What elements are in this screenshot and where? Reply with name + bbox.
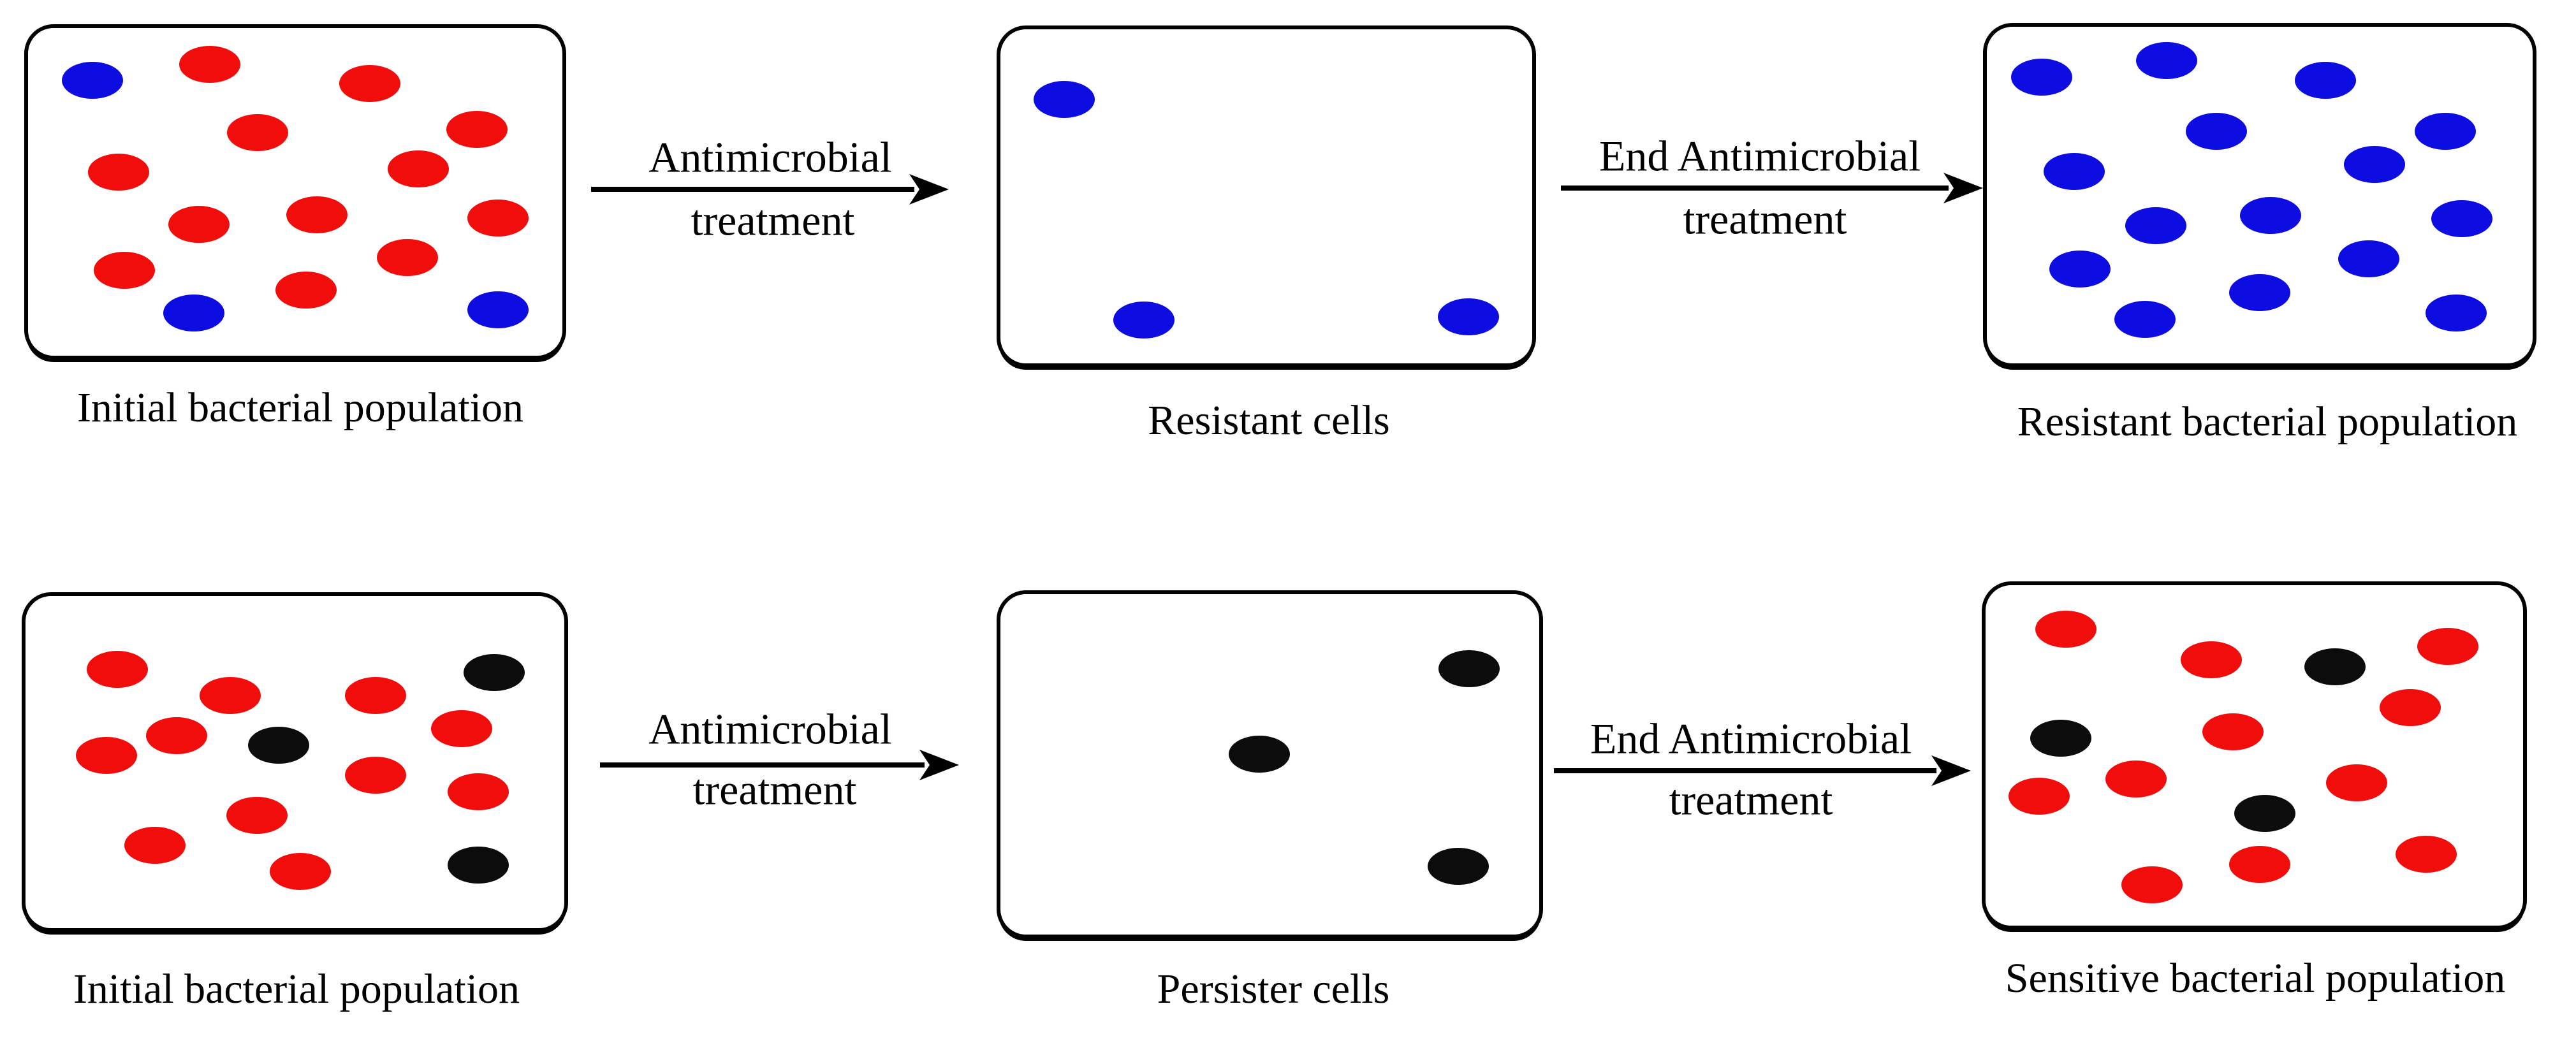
blue-bacterium-dot bbox=[1113, 301, 1175, 339]
caption-resistant-cells: Resistant cells bbox=[1148, 397, 1390, 444]
caption-persister-cells: Persister cells bbox=[1157, 966, 1390, 1012]
red-bacterium-dot bbox=[269, 853, 331, 891]
red-bacterium-dot bbox=[2121, 866, 2183, 903]
black-bacterium-dot bbox=[248, 727, 310, 764]
sensitive-bacterial-population-box bbox=[1982, 581, 2527, 929]
black-bacterium-dot bbox=[1428, 848, 1489, 885]
red-bacterium-dot bbox=[93, 252, 155, 289]
treatment-arrow-icon-1 bbox=[591, 174, 949, 205]
arrow4-label-top: End Antimicrobial bbox=[1590, 714, 1912, 763]
red-bacterium-dot bbox=[286, 196, 348, 233]
red-bacterium-dot bbox=[376, 238, 438, 276]
red-bacterium-dot bbox=[2181, 641, 2243, 679]
caption-sensitive-population: Sensitive bacterial population bbox=[2005, 955, 2506, 1001]
blue-bacterium-dot bbox=[2343, 146, 2405, 184]
red-bacterium-dot bbox=[226, 796, 288, 834]
blue-bacterium-dot bbox=[2114, 301, 2176, 339]
blue-bacterium-dot bbox=[61, 62, 123, 99]
red-bacterium-dot bbox=[145, 717, 207, 754]
red-bacterium-dot bbox=[447, 773, 509, 811]
red-bacterium-dot bbox=[2379, 689, 2441, 727]
red-bacterium-dot bbox=[2325, 764, 2387, 801]
red-bacterium-dot bbox=[179, 45, 240, 83]
red-bacterium-dot bbox=[2035, 611, 2097, 648]
black-bacterium-dot bbox=[447, 847, 509, 884]
red-bacterium-dot bbox=[467, 200, 529, 237]
blue-bacterium-dot bbox=[1034, 81, 1095, 119]
black-bacterium-dot bbox=[464, 653, 525, 691]
blue-bacterium-dot bbox=[2185, 112, 2247, 150]
red-bacterium-dot bbox=[345, 677, 407, 715]
caption-resistant-population: Resistant bacterial population bbox=[2017, 398, 2518, 445]
blue-bacterium-dot bbox=[2338, 240, 2400, 278]
black-bacterium-dot bbox=[1438, 650, 1500, 688]
caption-initial-population-bottom: Initial bacterial population bbox=[73, 966, 520, 1012]
blue-bacterium-dot bbox=[2229, 274, 2290, 312]
red-bacterium-dot bbox=[227, 114, 289, 152]
blue-bacterium-dot bbox=[163, 295, 224, 332]
treatment-arrow-icon-2 bbox=[1561, 173, 1983, 203]
arrow4-label-bottom: treatment bbox=[1669, 775, 1833, 824]
arrow1-label-bottom: treatment bbox=[691, 196, 855, 245]
blue-bacterium-dot bbox=[2294, 62, 2356, 99]
blue-bacterium-dot bbox=[2049, 251, 2111, 288]
arrow3-label-top: Antimicrobial bbox=[648, 704, 892, 753]
blue-bacterium-dot bbox=[2010, 59, 2072, 96]
arrow3-label-bottom: treatment bbox=[692, 765, 857, 814]
red-bacterium-dot bbox=[275, 272, 337, 309]
red-bacterium-dot bbox=[88, 154, 150, 191]
red-bacterium-dot bbox=[345, 757, 407, 794]
red-bacterium-dot bbox=[2396, 835, 2457, 873]
red-bacterium-dot bbox=[339, 65, 401, 103]
red-bacterium-dot bbox=[86, 650, 148, 688]
red-bacterium-dot bbox=[200, 677, 261, 715]
blue-bacterium-dot bbox=[2415, 112, 2477, 150]
arrow2-label-top: End Antimicrobial bbox=[1599, 131, 1921, 180]
blue-bacterium-dot bbox=[2136, 41, 2198, 79]
red-bacterium-dot bbox=[124, 826, 186, 864]
red-bacterium-dot bbox=[431, 710, 493, 748]
blue-bacterium-dot bbox=[2431, 200, 2492, 237]
treatment-arrow-icon-3 bbox=[600, 750, 959, 780]
resistant-bacterial-population-box bbox=[1983, 23, 2536, 367]
red-bacterium-dot bbox=[168, 206, 230, 244]
red-bacterium-dot bbox=[2417, 628, 2478, 666]
blue-bacterium-dot bbox=[2426, 294, 2487, 331]
resistant-cells-box bbox=[997, 25, 1536, 367]
blue-bacterium-dot bbox=[1437, 298, 1499, 335]
red-bacterium-dot bbox=[2228, 845, 2290, 883]
initial-bacterial-population-box-top bbox=[24, 24, 566, 360]
blue-bacterium-dot bbox=[2043, 153, 2105, 191]
red-bacterium-dot bbox=[446, 111, 508, 149]
red-bacterium-dot bbox=[387, 150, 449, 188]
red-bacterium-dot bbox=[2105, 761, 2167, 798]
blue-bacterium-dot bbox=[2125, 207, 2187, 244]
black-bacterium-dot bbox=[2234, 794, 2296, 832]
red-bacterium-dot bbox=[2009, 778, 2070, 815]
blue-bacterium-dot bbox=[2240, 196, 2302, 234]
red-bacterium-dot bbox=[2202, 713, 2264, 750]
blue-bacterium-dot bbox=[467, 291, 529, 329]
caption-initial-population-top: Initial bacterial population bbox=[77, 384, 524, 431]
arrow1-label-top: Antimicrobial bbox=[648, 133, 892, 182]
treatment-arrow-icon-4 bbox=[1554, 755, 1971, 786]
red-bacterium-dot bbox=[75, 737, 137, 775]
initial-bacterial-population-box-bottom bbox=[22, 592, 568, 932]
black-bacterium-dot bbox=[2304, 648, 2366, 686]
black-bacterium-dot bbox=[2030, 720, 2092, 757]
persister-cells-box bbox=[997, 590, 1543, 938]
black-bacterium-dot bbox=[1228, 735, 1290, 773]
arrow2-label-bottom: treatment bbox=[1683, 194, 1847, 244]
